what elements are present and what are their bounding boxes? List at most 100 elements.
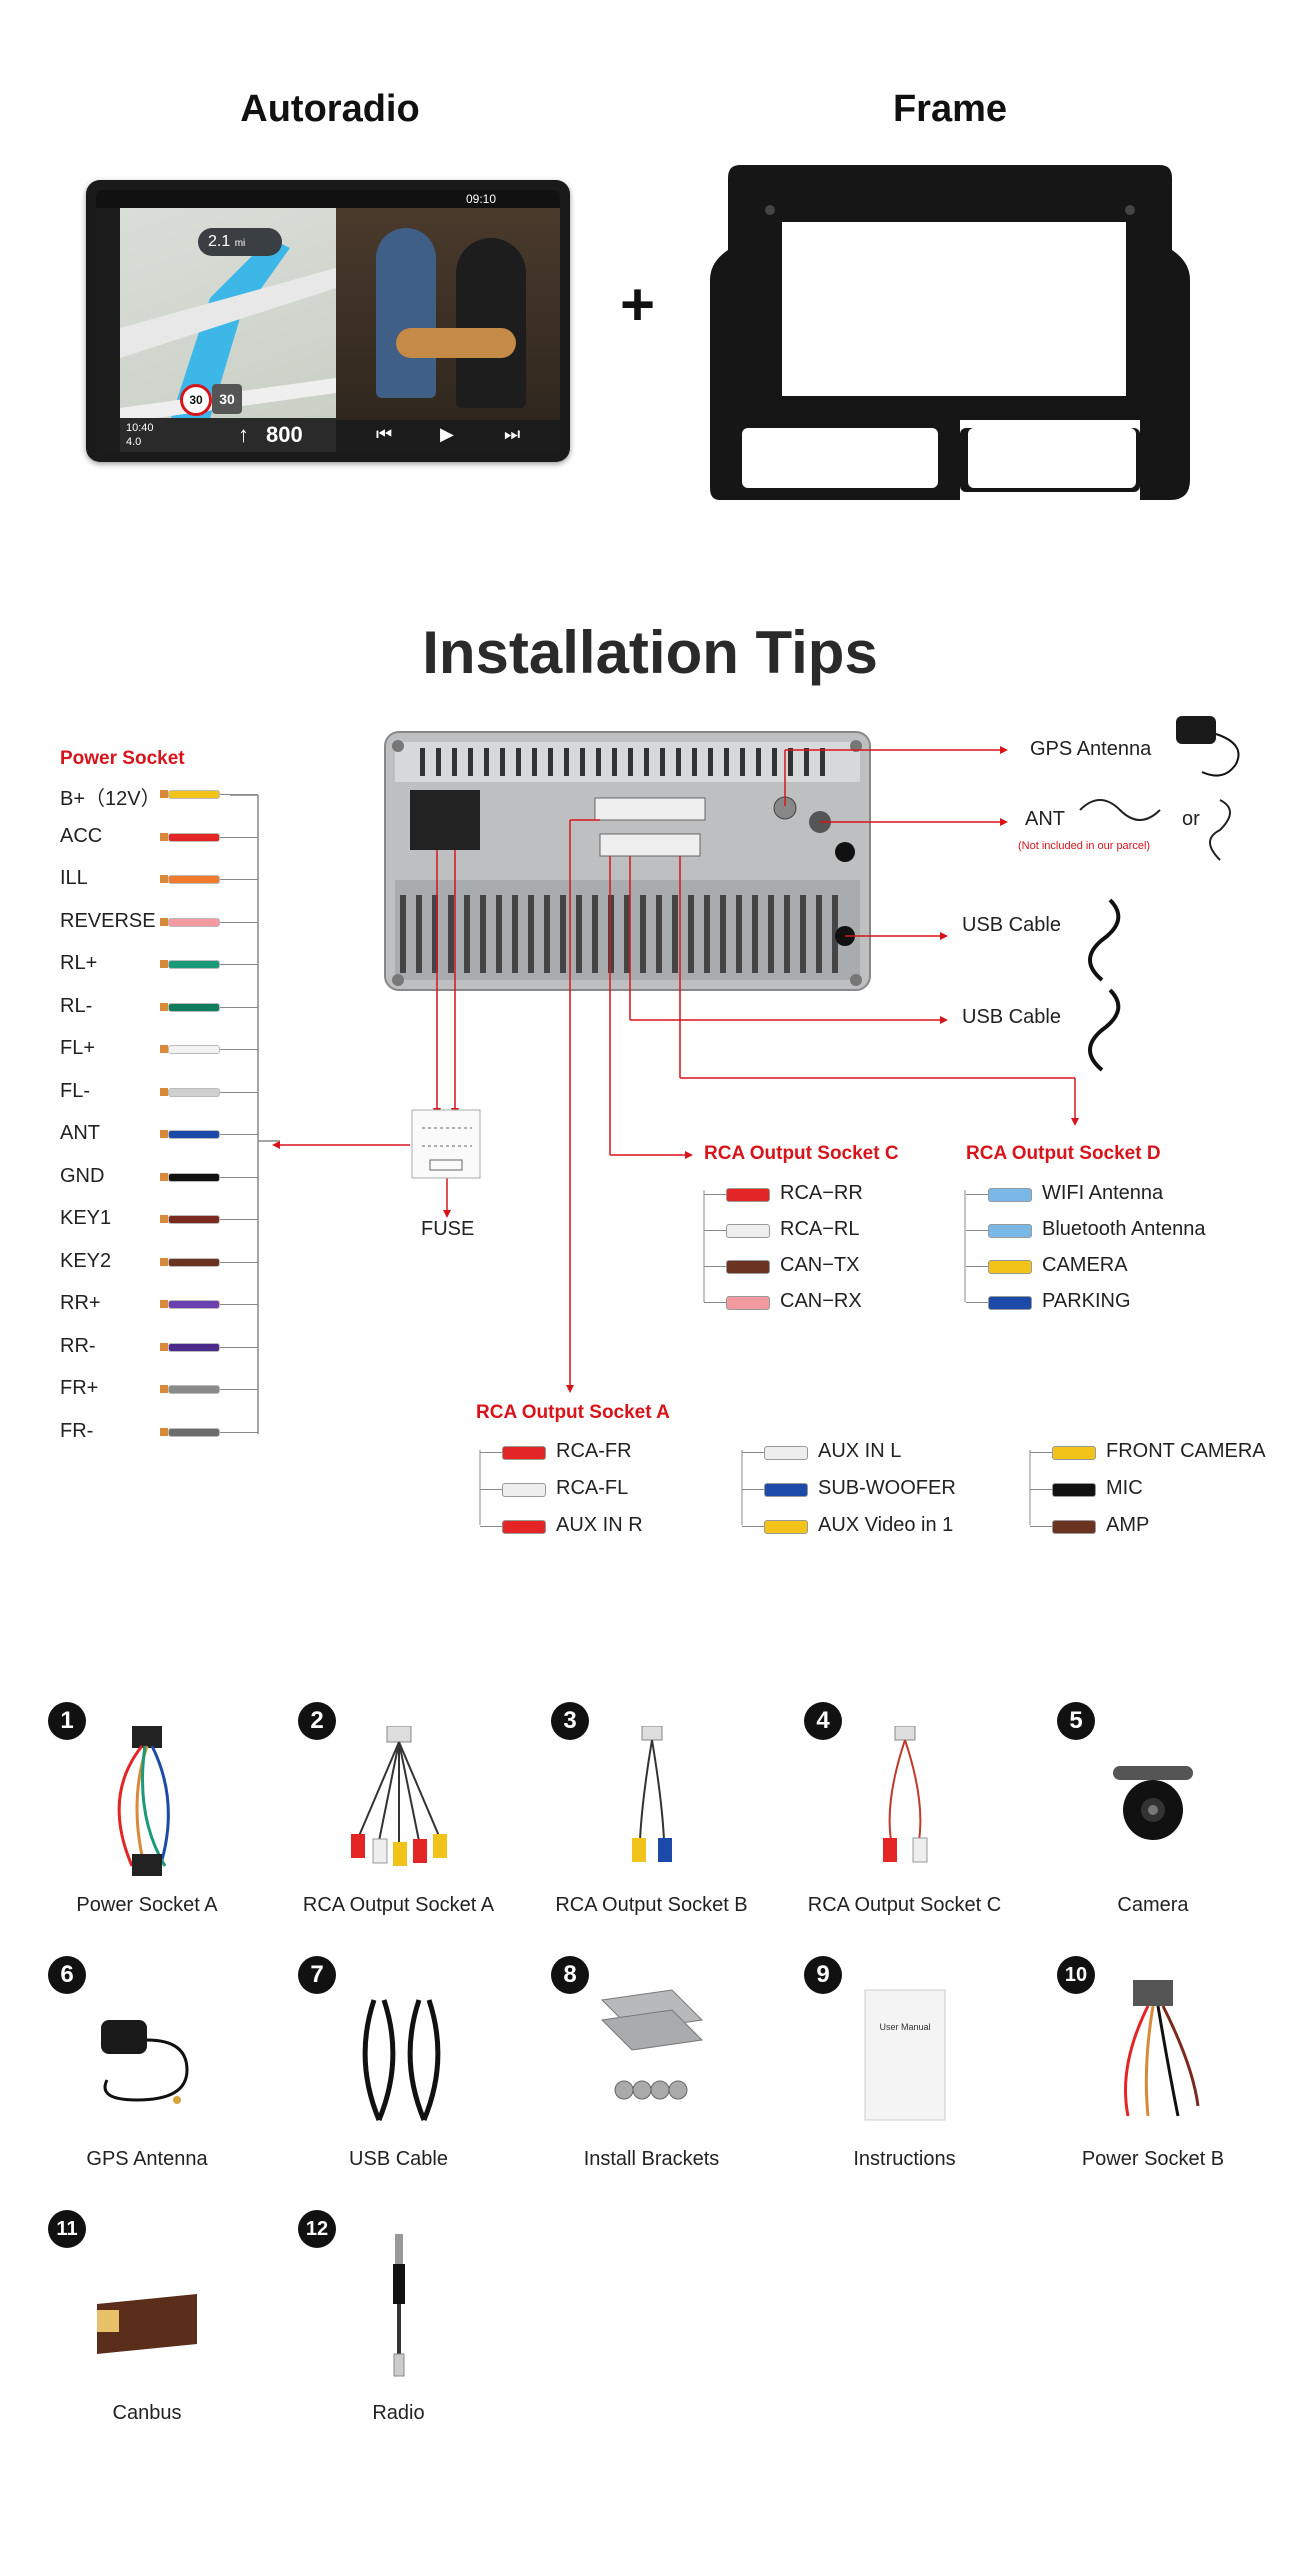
connector-label: FRONT CAMERA	[1106, 1440, 1266, 1462]
connector-label: AMP	[1106, 1514, 1150, 1536]
item-number-badge: 4	[804, 1702, 842, 1740]
map-view[interactable]: 2.1 mi 30 30 10:40 4.0 ↑ 800	[120, 208, 336, 452]
connector-plug-icon	[726, 1224, 770, 1238]
radio-screen: 09:10 2.1 mi 30 30 10:40 4.0 ↑ 800	[96, 190, 560, 452]
connector-label: MIC	[1106, 1477, 1143, 1499]
package-item-label: Power Socket A	[76, 1894, 218, 1916]
video-view[interactable]: ⏮ ▶ ⏭	[336, 208, 560, 452]
gps-antenna-icon	[1176, 716, 1216, 744]
wire-lead	[220, 1091, 258, 1093]
connector-lead	[966, 1194, 988, 1195]
connector-row: Bluetooth Antenna	[966, 1216, 1226, 1244]
wire-plug-icon	[160, 1045, 168, 1053]
connector-plug-icon	[764, 1446, 808, 1460]
connector-plug-icon	[988, 1188, 1032, 1202]
connector-row: AMP	[1030, 1512, 1290, 1540]
wire-plug-icon	[160, 1172, 168, 1181]
power-wire-label: B+（12V）	[60, 788, 161, 810]
current-speed: 30	[219, 391, 235, 407]
connector-row: AUX Video in 1	[742, 1512, 1002, 1540]
connector-lead	[480, 1526, 502, 1527]
camera-icon	[1093, 1726, 1213, 1876]
usb-cable-icon	[339, 1980, 459, 2130]
item-number-badge: 11	[48, 2210, 86, 2248]
fuse-label: FUSE	[421, 1218, 475, 1240]
gps-antenna-icon	[87, 1980, 207, 2130]
wire-icon	[168, 1215, 220, 1224]
gps-antenna-label: GPS Antenna	[1030, 738, 1152, 760]
play-icon[interactable]: ▶	[440, 424, 454, 444]
power-wire-label: GND	[60, 1164, 105, 1187]
connector-lead	[704, 1194, 726, 1195]
wire-lead	[220, 1346, 258, 1348]
wire-lead	[220, 1389, 258, 1390]
connector-lead	[742, 1489, 764, 1490]
connector-lead	[480, 1489, 502, 1490]
connector-plug-icon	[988, 1296, 1032, 1310]
usb-cable-label-2: USB Cable	[962, 1006, 1061, 1028]
connector-plug-icon	[726, 1296, 770, 1310]
connector-label: RCA-FR	[556, 1440, 632, 1462]
item-number-badge: 9	[804, 1956, 842, 1994]
connector-lead	[1030, 1452, 1052, 1453]
package-item-label: RCA Output Socket A	[302, 1894, 495, 1916]
connector-lead	[480, 1452, 502, 1453]
power-wire-row: ACC	[60, 823, 270, 851]
connector-label: RCA−RR	[780, 1182, 863, 1204]
connector-row: AUX IN L	[742, 1438, 1002, 1466]
power-wire-label: FL-	[60, 1079, 90, 1102]
wire-lead	[220, 964, 258, 965]
wire-icon	[168, 1045, 220, 1054]
manual-icon: User Manual	[845, 1980, 965, 2130]
wire-plug-icon	[160, 1385, 168, 1393]
ant-cable-icon	[1079, 799, 1161, 821]
next-icon[interactable]: ⏭	[504, 424, 521, 444]
connector-lead	[704, 1302, 726, 1303]
ant-adapter-icon	[1209, 799, 1231, 861]
speed-limit-sign: 30	[180, 384, 212, 416]
wire-plug-icon	[160, 960, 168, 968]
wire-lead	[220, 1049, 258, 1050]
autoradio-title: Autoradio	[240, 88, 420, 130]
power-wire-row: FR+	[60, 1375, 270, 1403]
connector-row: PARKING	[966, 1288, 1226, 1316]
item-number-badge: 10	[1057, 1956, 1095, 1994]
package-item-label: GPS Antenna	[86, 2148, 208, 2170]
autoradio-device: 09:10 2.1 mi 30 30 10:40 4.0 ↑ 800	[86, 180, 570, 462]
speed-limit-value: 30	[189, 393, 203, 407]
wire-icon	[168, 1342, 220, 1352]
power-wire-label: FR-	[60, 1419, 94, 1442]
power-wire-row: RR-	[60, 1333, 270, 1361]
connector-row: SUB-WOOFER	[742, 1475, 1002, 1503]
previous-icon[interactable]: ⏮	[376, 424, 393, 444]
connector-lead	[742, 1526, 764, 1527]
wire-icon	[168, 1300, 220, 1309]
map-road-svg	[120, 238, 336, 452]
power-wire-row: RL-	[60, 993, 270, 1021]
frame-drawing	[710, 165, 1190, 500]
wire-icon	[168, 960, 220, 969]
connector-label: CAMERA	[1042, 1254, 1128, 1276]
connector-plug-icon	[1052, 1520, 1096, 1534]
connector-row: AUX IN R	[480, 1512, 720, 1540]
connector-label: CAN−TX	[780, 1254, 860, 1276]
power-socket-b-icon	[1093, 1980, 1213, 2130]
power-wire-row: KEY1	[60, 1205, 270, 1233]
connector-row: FRONT CAMERA	[1030, 1438, 1290, 1466]
connector-lead	[966, 1230, 988, 1231]
wire-lead	[220, 1431, 258, 1433]
nav-distance-box: 2.1 mi	[198, 228, 282, 256]
wire-icon	[168, 1087, 220, 1097]
wire-plug-icon	[160, 1130, 168, 1138]
connector-row: CAMERA	[966, 1252, 1226, 1280]
wire-lead	[220, 1006, 258, 1008]
rca-a-col2: AUX IN L SUB-WOOFER AUX Video in 1	[742, 1438, 1002, 1538]
wire-plug-icon	[160, 1257, 168, 1266]
connector-plug-icon	[726, 1188, 770, 1202]
power-wire-row: FR-	[60, 1418, 270, 1446]
